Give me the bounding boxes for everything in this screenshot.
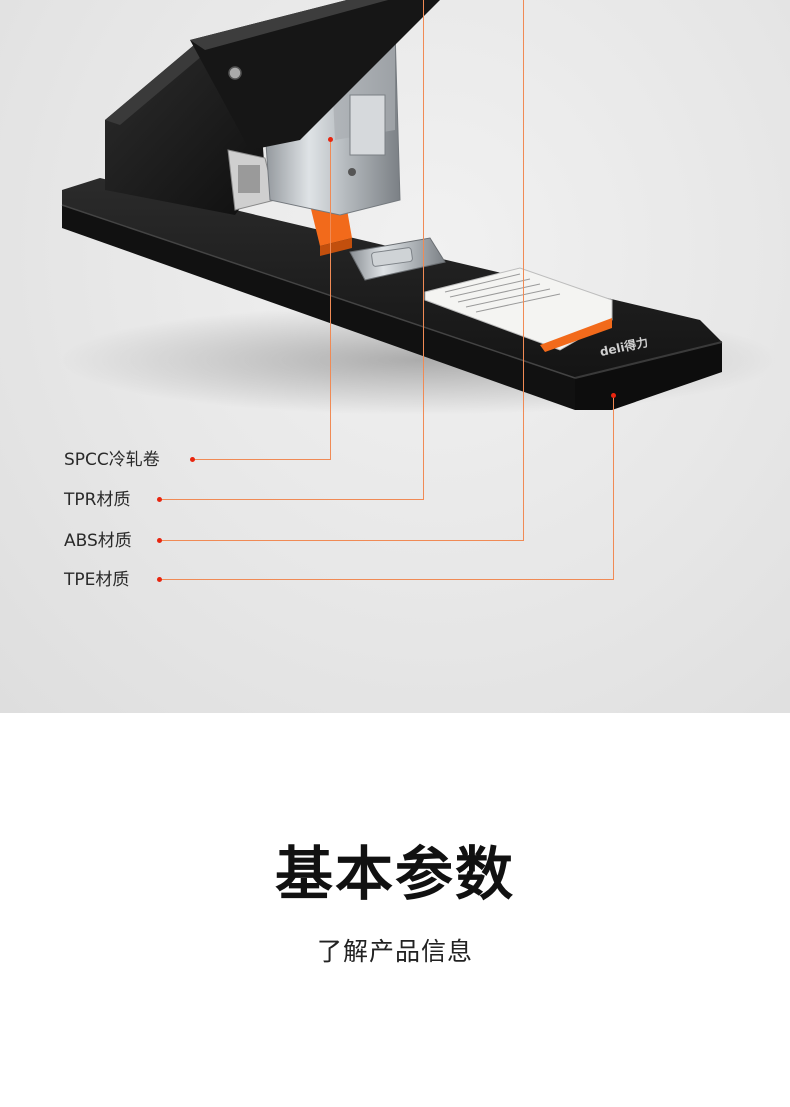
callout-label-spcc: SPCC冷轧卷: [64, 450, 160, 470]
leader-spcc-vertical: [330, 140, 331, 460]
callout-label-tpr: TPR材质: [64, 490, 131, 510]
leader-tpr-horizontal: [160, 499, 423, 500]
callout-dot: [328, 137, 333, 142]
product-section: deli得力 SPCC冷轧卷 TPR材质 ABS材质 TPE材质: [0, 0, 790, 713]
leader-abs-horizontal: [160, 540, 523, 541]
callout-dot: [157, 577, 162, 582]
section-title: 基本参数: [274, 840, 515, 908]
base-side: [62, 205, 575, 410]
callout-dot: [611, 393, 616, 398]
leader-tpr-vertical: [423, 0, 424, 500]
callout-dot: [157, 538, 162, 543]
leader-spcc-horizontal: [193, 459, 330, 460]
callout-label-tpe: TPE材质: [64, 570, 130, 590]
section-subtitle: 了解产品信息: [316, 937, 473, 966]
stapler-image: deli得力: [60, 0, 780, 415]
callout-label-abs: ABS材质: [64, 531, 132, 551]
leader-tpe-vertical: [613, 396, 614, 580]
callout-dot: [157, 497, 162, 502]
leader-tpe-horizontal: [160, 579, 613, 580]
callout-dot: [190, 457, 195, 462]
leader-abs-vertical: [523, 0, 524, 541]
lever-arm: [190, 0, 440, 150]
